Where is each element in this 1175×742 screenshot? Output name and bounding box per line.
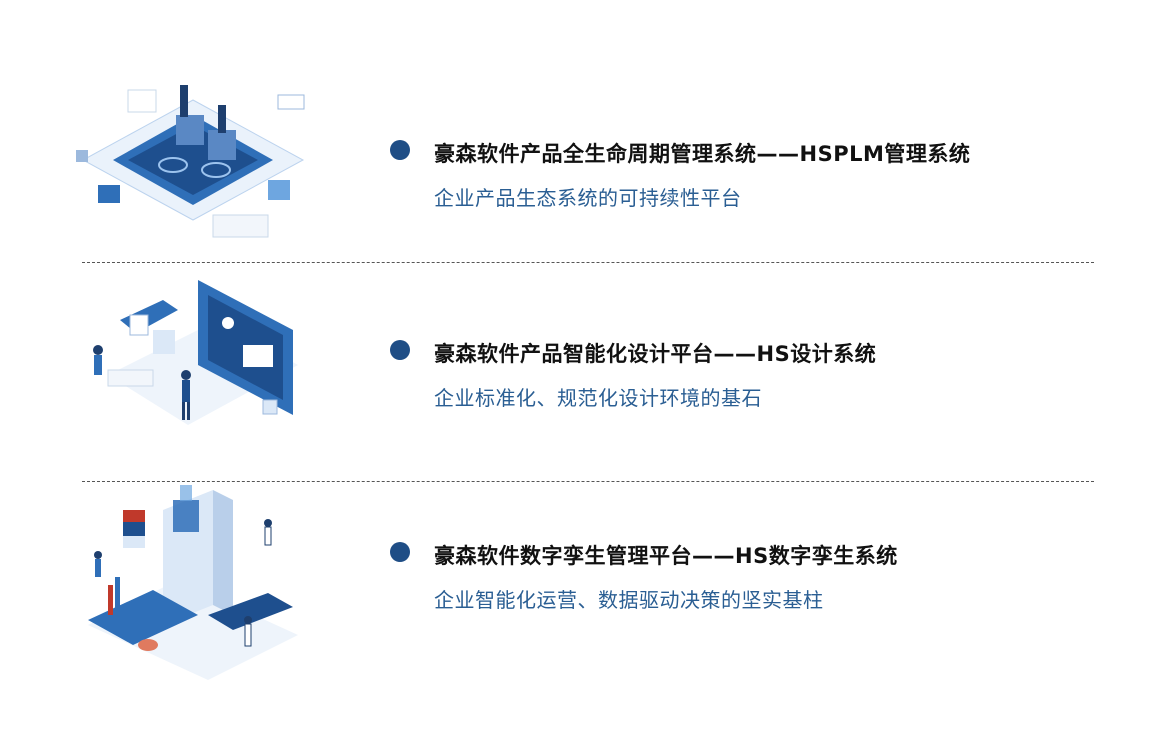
digital-twin-isometric-illustration [88, 485, 298, 680]
divider [82, 481, 1094, 482]
feature-title: 豪森软件产品全生命周期管理系统——HSPLM管理系统 [434, 142, 971, 166]
feature-title: 豪森软件产品智能化设计平台——HS设计系统 [434, 342, 877, 366]
feature-subtitle: 企业产品生态系统的可持续性平台 [434, 186, 742, 210]
design-platform-isometric-illustration [93, 280, 298, 425]
bullet-dot [390, 542, 410, 562]
divider [82, 262, 1094, 263]
plm-isometric-platform-illustration [76, 85, 305, 238]
feature-subtitle: 企业智能化运营、数据驱动决策的坚实基柱 [434, 588, 824, 612]
bullet-dot [390, 140, 410, 160]
feature-subtitle: 企业标准化、规范化设计环境的基石 [434, 386, 762, 410]
feature-title: 豪森软件数字孪生管理平台——HS数字孪生系统 [434, 544, 898, 568]
bullet-dot [390, 340, 410, 360]
